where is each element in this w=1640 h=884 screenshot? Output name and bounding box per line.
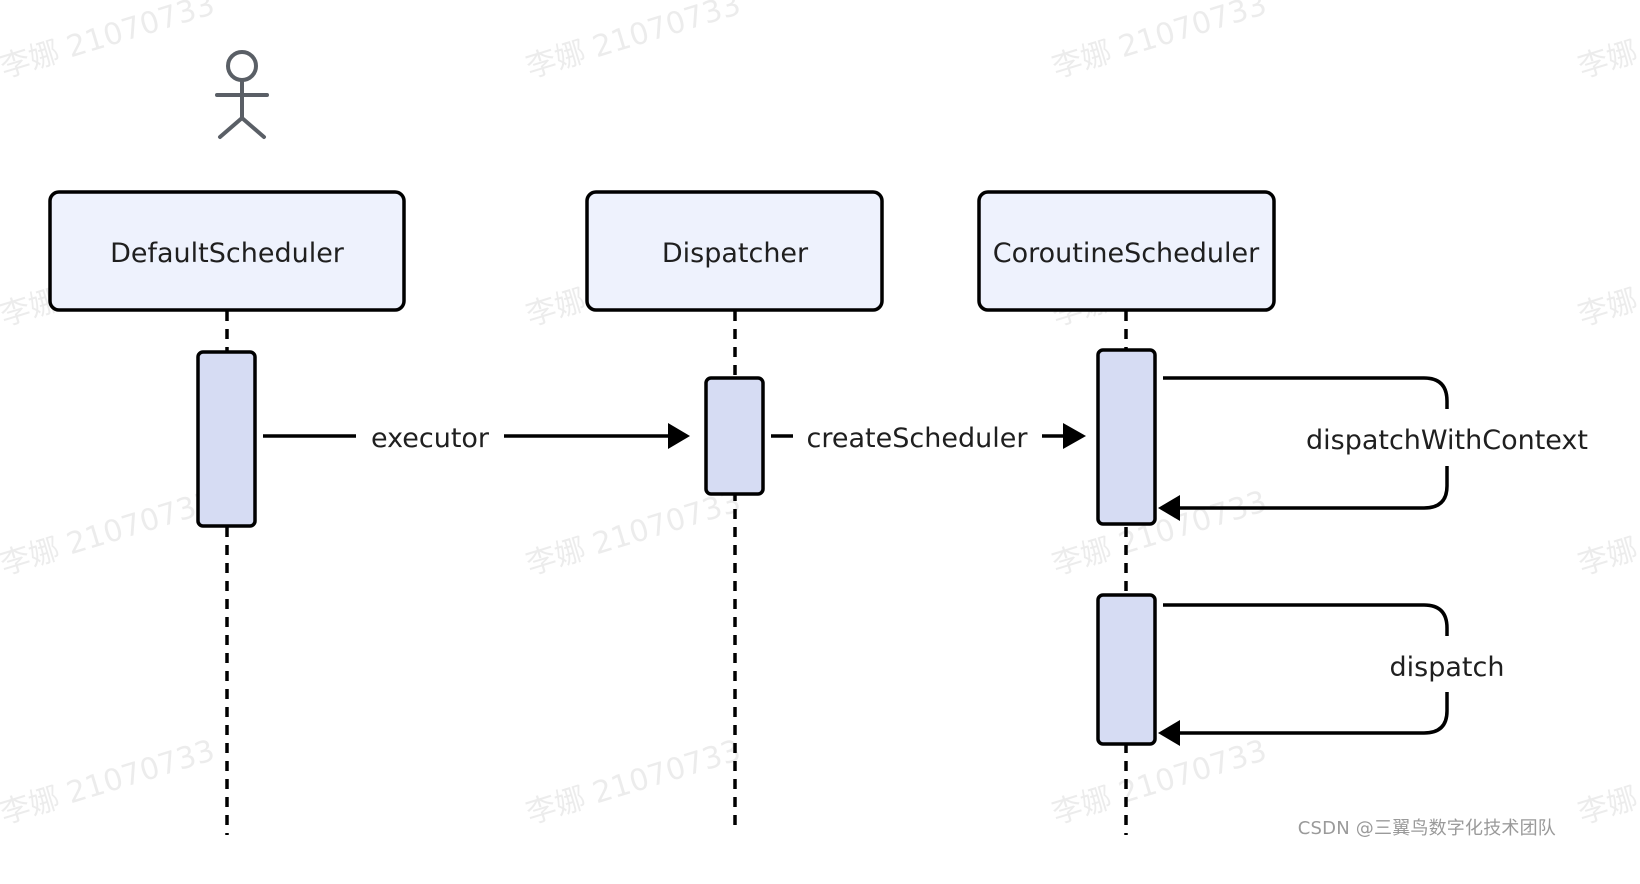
- watermark: 李娜 21070733: [522, 0, 745, 86]
- watermark: 李娜 21070733: [1048, 733, 1271, 831]
- participant-label: Dispatcher: [662, 238, 809, 269]
- activation-bar: [704, 376, 765, 496]
- participant-label: CoroutineScheduler: [993, 238, 1260, 269]
- message-label: createScheduler: [807, 423, 1029, 454]
- watermark: 李娜 21070733: [1574, 0, 1640, 86]
- lifelines: [225, 311, 1128, 835]
- message-label: executor: [371, 423, 490, 454]
- watermark: 李娜 21070733: [1048, 484, 1271, 582]
- message-create-scheduler: createScheduler: [771, 423, 1086, 454]
- watermark: 李娜 21070733: [0, 0, 219, 86]
- actor-icon: [215, 50, 269, 139]
- watermark: 李娜 21070733: [1574, 235, 1640, 333]
- watermark: 李娜 21070733: [522, 733, 745, 831]
- message-label: dispatchWithContext: [1306, 425, 1588, 456]
- self-message-dispatch-with-context: dispatchWithContext: [1158, 376, 1588, 521]
- participant-default-scheduler: DefaultScheduler: [48, 190, 406, 312]
- self-message-dispatch: dispatch: [1158, 603, 1505, 746]
- arrowhead: [668, 423, 690, 449]
- arrowhead: [1158, 495, 1180, 521]
- participant-label: DefaultScheduler: [110, 238, 345, 269]
- arrowhead: [1158, 720, 1180, 746]
- arrowhead: [1063, 423, 1086, 449]
- participant-coroutine-scheduler: CoroutineScheduler: [977, 190, 1276, 312]
- activation-bar: [1096, 593, 1157, 746]
- watermark: 李娜 21070733: [0, 733, 219, 831]
- message-executor: executor: [263, 423, 690, 454]
- activation-bar: [1096, 348, 1157, 526]
- message-label: dispatch: [1390, 652, 1505, 683]
- activation-bar: [196, 350, 257, 528]
- watermark: 李娜 21070733: [1574, 733, 1640, 831]
- source-credit: CSDN @三翼鸟数字化技术团队: [1297, 818, 1556, 839]
- activations: [196, 348, 1157, 746]
- watermark: 李娜 21070733: [1574, 484, 1640, 582]
- watermark: 李娜 21070733: [1048, 0, 1271, 86]
- watermark: 李娜 21070733: [0, 484, 219, 582]
- watermark: 李娜 21070733: [522, 484, 745, 582]
- participant-dispatcher: Dispatcher: [585, 190, 884, 312]
